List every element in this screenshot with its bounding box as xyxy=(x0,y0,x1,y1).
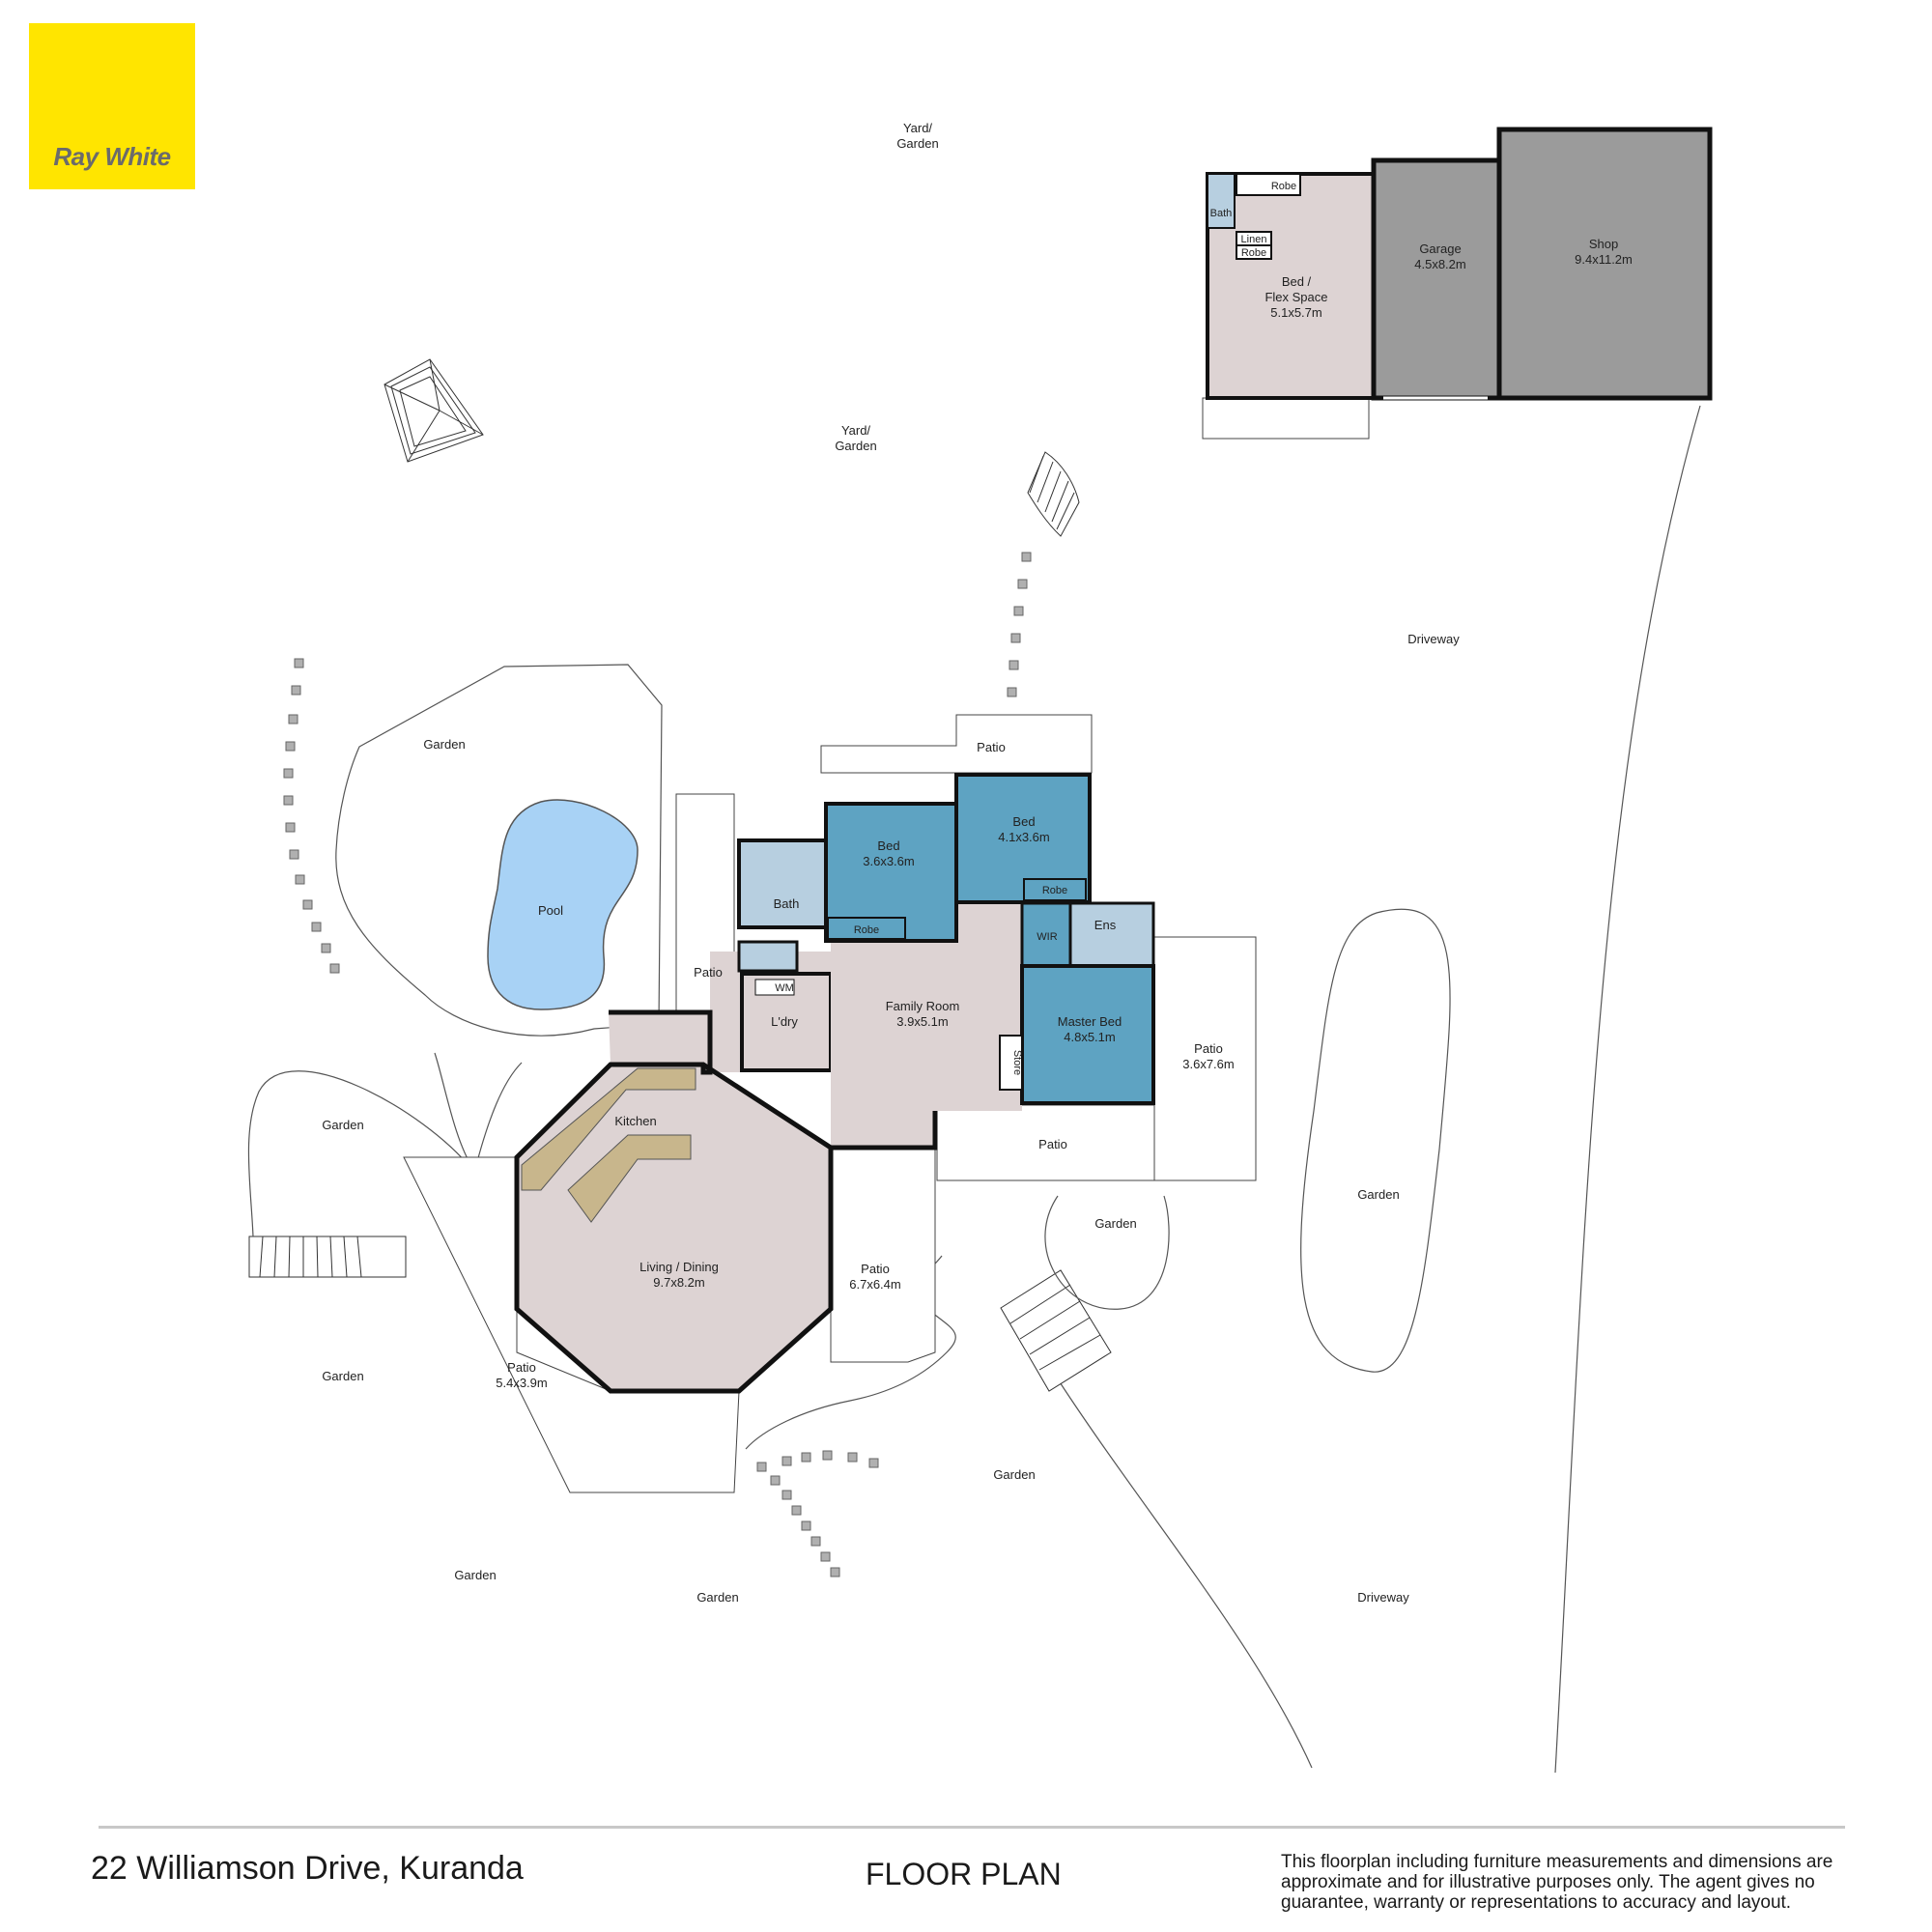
kitchen-island xyxy=(567,1134,692,1223)
yard-top-line1: Yard/ xyxy=(903,121,932,135)
garden-bottom-left-label: Garden xyxy=(454,1568,496,1582)
disclaimer-text: This floorplan including furniture measu… xyxy=(1281,1852,1833,1913)
yard-top-line2: Garden xyxy=(896,136,938,151)
master-bed-label: Master Bed xyxy=(1058,1014,1122,1029)
stepping-stones-bottom xyxy=(756,1450,879,1577)
outbuilding-robe-bottom xyxy=(1236,244,1272,260)
curved-steps xyxy=(1027,451,1080,537)
driveway-top-label: Driveway xyxy=(1407,632,1460,646)
gazebo-roof xyxy=(384,358,484,463)
steps-bottom xyxy=(1000,1269,1112,1392)
house-wall-north xyxy=(609,1009,713,1075)
stepping-stones-top xyxy=(1007,552,1032,697)
patio-top-label: Patio xyxy=(977,740,1006,754)
driveway-edge-left xyxy=(1554,405,1701,1774)
bed-flex-dims: 5.1x5.7m xyxy=(1270,305,1321,320)
bed-1-robe xyxy=(827,917,906,940)
living-octagon xyxy=(514,1062,834,1394)
patio-left-label: Patio xyxy=(507,1360,536,1375)
bed-2-robe xyxy=(1023,878,1087,901)
bed-2-dims: 4.1x3.6m xyxy=(998,830,1049,844)
garden-left-lower-label: Garden xyxy=(322,1369,363,1383)
patio-left-dims: 5.4x3.9m xyxy=(496,1376,547,1390)
outdoor-labels: Yard/ Garden Yard/ Garden Driveway Drive… xyxy=(322,121,1460,1605)
store xyxy=(999,1035,1023,1091)
kitchen-label: Kitchen xyxy=(614,1114,656,1128)
family-room-label: Family Room xyxy=(886,999,960,1013)
shop-dims: 9.4x11.2m xyxy=(1575,252,1633,267)
footer-divider xyxy=(99,1826,1845,1829)
yard-mid-line1: Yard/ xyxy=(841,423,870,438)
outbuilding-linen-label: Linen xyxy=(1241,234,1267,245)
washing-machine xyxy=(754,979,795,996)
room-labels: Bed / Flex Space 5.1x5.7m Garage 4.5x8.2… xyxy=(538,181,1633,1290)
master-bed xyxy=(1020,964,1155,1105)
bath-wc xyxy=(737,940,799,973)
ray-white-logo: Ray White xyxy=(29,23,195,189)
patio-bath-label: Patio xyxy=(694,965,723,980)
patio-top xyxy=(820,714,1093,774)
outbuilding-robe-top-label: Robe xyxy=(1271,181,1296,192)
logo-text: Ray White xyxy=(53,142,171,171)
bath xyxy=(737,838,828,929)
stepping-stones-left xyxy=(283,658,340,974)
garden-edge-center xyxy=(1044,1195,1170,1310)
living-dining-label: Living / Dining xyxy=(639,1260,719,1274)
garden-right-label: Garden xyxy=(1357,1187,1399,1202)
bed-flex-label-2: Flex Space xyxy=(1264,290,1327,304)
family-room-dims: 3.9x5.1m xyxy=(896,1014,948,1029)
garden-pool-label: Garden xyxy=(423,737,465,752)
yard-mid-line2: Garden xyxy=(835,439,876,453)
living-dining-dims: 9.7x8.2m xyxy=(653,1275,704,1290)
ens-label: Ens xyxy=(1094,918,1117,932)
bed-2-label: Bed xyxy=(1012,814,1035,829)
garden-left-label: Garden xyxy=(322,1118,363,1132)
patio-right-dims: 3.6x7.6m xyxy=(1182,1057,1234,1071)
garden-bed-long xyxy=(1300,908,1451,1373)
master-bed-dims: 4.8x5.1m xyxy=(1064,1030,1115,1044)
laundry-label: L'dry xyxy=(771,1014,798,1029)
garden-edge-fork-a xyxy=(434,1052,474,1170)
garage-dims: 4.5x8.2m xyxy=(1414,257,1465,271)
patio-mid-label: Patio xyxy=(861,1262,890,1276)
bed-1-robe-label: Robe xyxy=(854,924,879,936)
floor-plan-title: FLOOR PLAN xyxy=(866,1857,1062,1891)
outbuilding-patio xyxy=(1202,397,1370,440)
patio-right-label: Patio xyxy=(1194,1041,1223,1056)
property-address: 22 Williamson Drive, Kuranda xyxy=(91,1850,524,1887)
ensuite xyxy=(1068,901,1155,968)
kitchen-bench-back xyxy=(521,1067,696,1191)
outbuilding-bath xyxy=(1207,173,1236,229)
driveway-bottom-label: Driveway xyxy=(1357,1590,1409,1605)
wm-label: WM xyxy=(775,982,794,994)
garden-edge-left xyxy=(247,1070,472,1237)
bed-flex-label-1: Bed / xyxy=(1282,274,1312,289)
store-label: Store xyxy=(1011,1050,1023,1075)
wir-label: WIR xyxy=(1037,931,1057,943)
garden-bottom-label: Garden xyxy=(696,1590,738,1605)
shop xyxy=(1496,127,1713,401)
garden-edge-fork-b xyxy=(474,1062,523,1170)
pool xyxy=(487,799,639,1010)
bed-1-dims: 3.6x3.6m xyxy=(863,854,914,868)
pool-label: Pool xyxy=(538,903,563,918)
steps-left xyxy=(248,1236,407,1278)
outbuilding-robe-bottom-label: Robe xyxy=(1241,247,1266,259)
patio-mid-dims: 6.7x6.4m xyxy=(849,1277,900,1292)
driveway-edge-inner xyxy=(1052,1371,1313,1769)
bath-label: Bath xyxy=(774,896,800,911)
bed-2-robe-label: Robe xyxy=(1042,885,1067,896)
garden-center-label: Garden xyxy=(1094,1216,1136,1231)
garage xyxy=(1371,157,1502,401)
patio-front-label: Patio xyxy=(1038,1137,1067,1151)
patio-mid xyxy=(830,1147,936,1363)
bed-1-label: Bed xyxy=(877,838,899,853)
shop-label: Shop xyxy=(1589,237,1618,251)
garden-bottom-mid-label: Garden xyxy=(993,1467,1035,1482)
garage-label: Garage xyxy=(1419,242,1461,256)
outbuilding-bath-label: Bath xyxy=(1210,208,1233,219)
outbuilding-robe-top xyxy=(1236,173,1301,196)
